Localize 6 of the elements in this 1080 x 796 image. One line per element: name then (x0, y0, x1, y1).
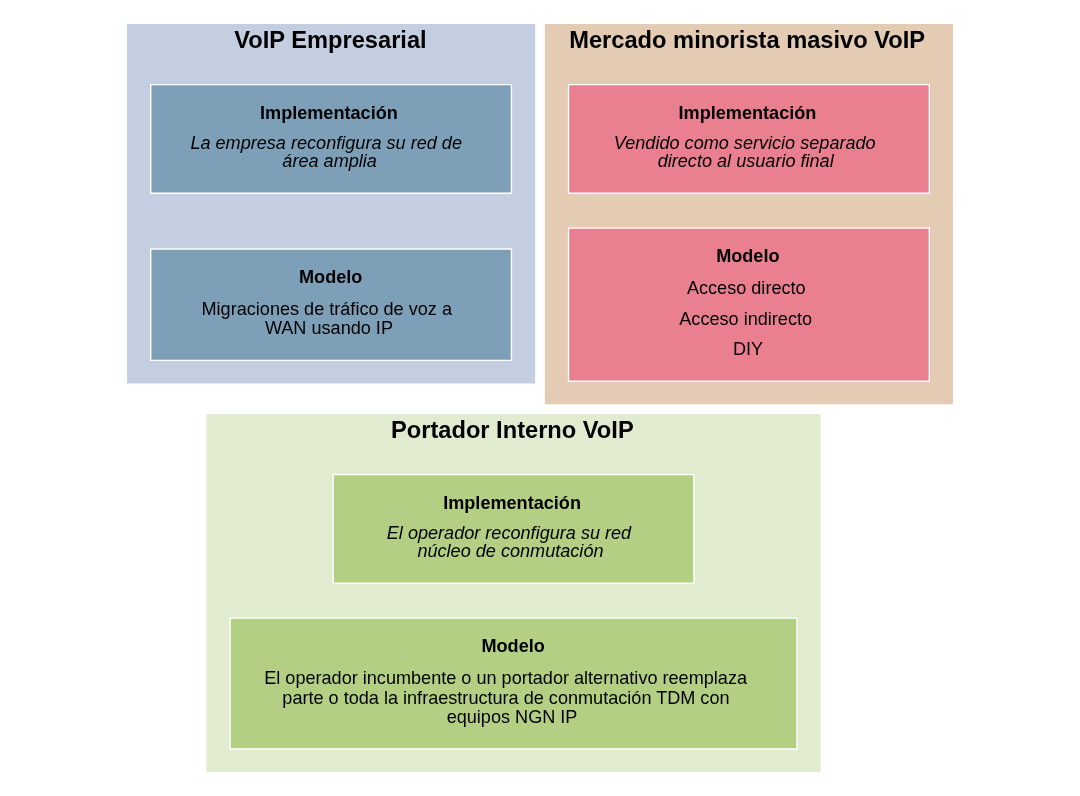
node-box: Implementación El operador reconfigura su red núcleo de conmutación (332, 473, 695, 584)
node-box: Modelo Migraciones de tráfico de voz a WAN usando IP (150, 248, 513, 362)
node-box: Modelo Acceso directo Acceso indirecto DIY (567, 227, 930, 382)
node-box: Implementación Vendido como servicio separado directo al usuario final (567, 83, 930, 194)
node-box: Implementación La empresa reconfigura su red de área amplia (150, 83, 513, 194)
node-box: Modelo El operador incumbente o un portador alternativo reemplaza parte o toda la infraestructura de conmutación TDM con equipos NGN IP (229, 617, 798, 750)
